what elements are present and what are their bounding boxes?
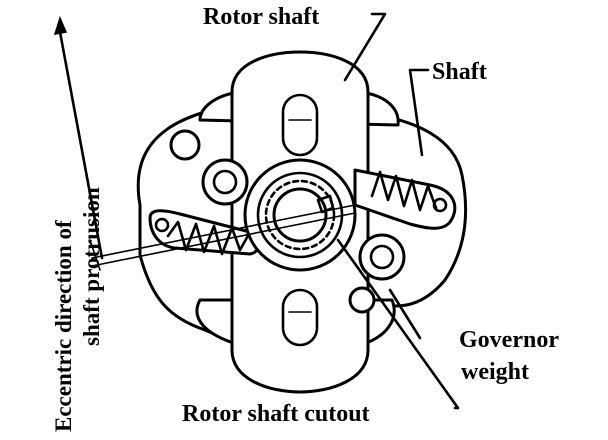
label-rotor-shaft: Rotor shaft — [203, 4, 319, 30]
label-eccentric-line1: Eccentric direction of — [51, 220, 76, 432]
label-governor-weight-line2: weight — [461, 359, 529, 385]
label-shaft: Shaft — [432, 59, 487, 85]
leader-lines — [336, 12, 460, 410]
governor-springs — [154, 170, 448, 256]
label-rotor-shaft-cutout: Rotor shaft cutout — [182, 401, 370, 427]
label-governor-weight-line1: Governor — [459, 327, 559, 353]
pivot-bosses — [169, 129, 406, 314]
label-eccentric-line2: shaft protrusion — [79, 187, 104, 346]
eccentric-direction-lines — [53, 15, 356, 271]
rotor-hub — [243, 158, 357, 272]
